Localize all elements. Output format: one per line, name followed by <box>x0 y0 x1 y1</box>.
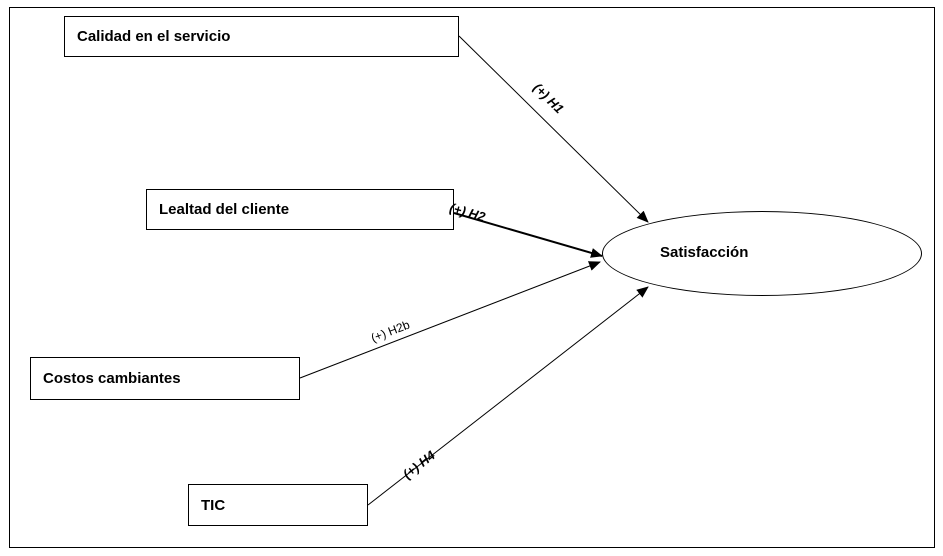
node-lealtad-label: Lealtad del cliente <box>159 201 290 218</box>
node-calidad-servicio: Calidad en el servicio <box>64 16 459 57</box>
node-tic: TIC <box>188 484 368 526</box>
diagram-frame <box>9 7 935 548</box>
edge-h4 <box>367 286 649 506</box>
node-calidad-label: Calidad en el servicio <box>77 28 231 45</box>
node-satisfaccion <box>602 211 922 296</box>
node-costos-cambiantes: Costos cambiantes <box>30 357 300 400</box>
node-satisfaccion-label: Satisfacción <box>660 244 749 261</box>
edge-h2 <box>453 212 603 258</box>
edge-h2b <box>299 261 601 379</box>
node-lealtad-cliente: Lealtad del cliente <box>146 189 454 230</box>
node-tic-label: TIC <box>201 496 226 514</box>
node-costos-label: Costos cambiantes <box>43 370 181 387</box>
edge-h1 <box>458 35 649 223</box>
